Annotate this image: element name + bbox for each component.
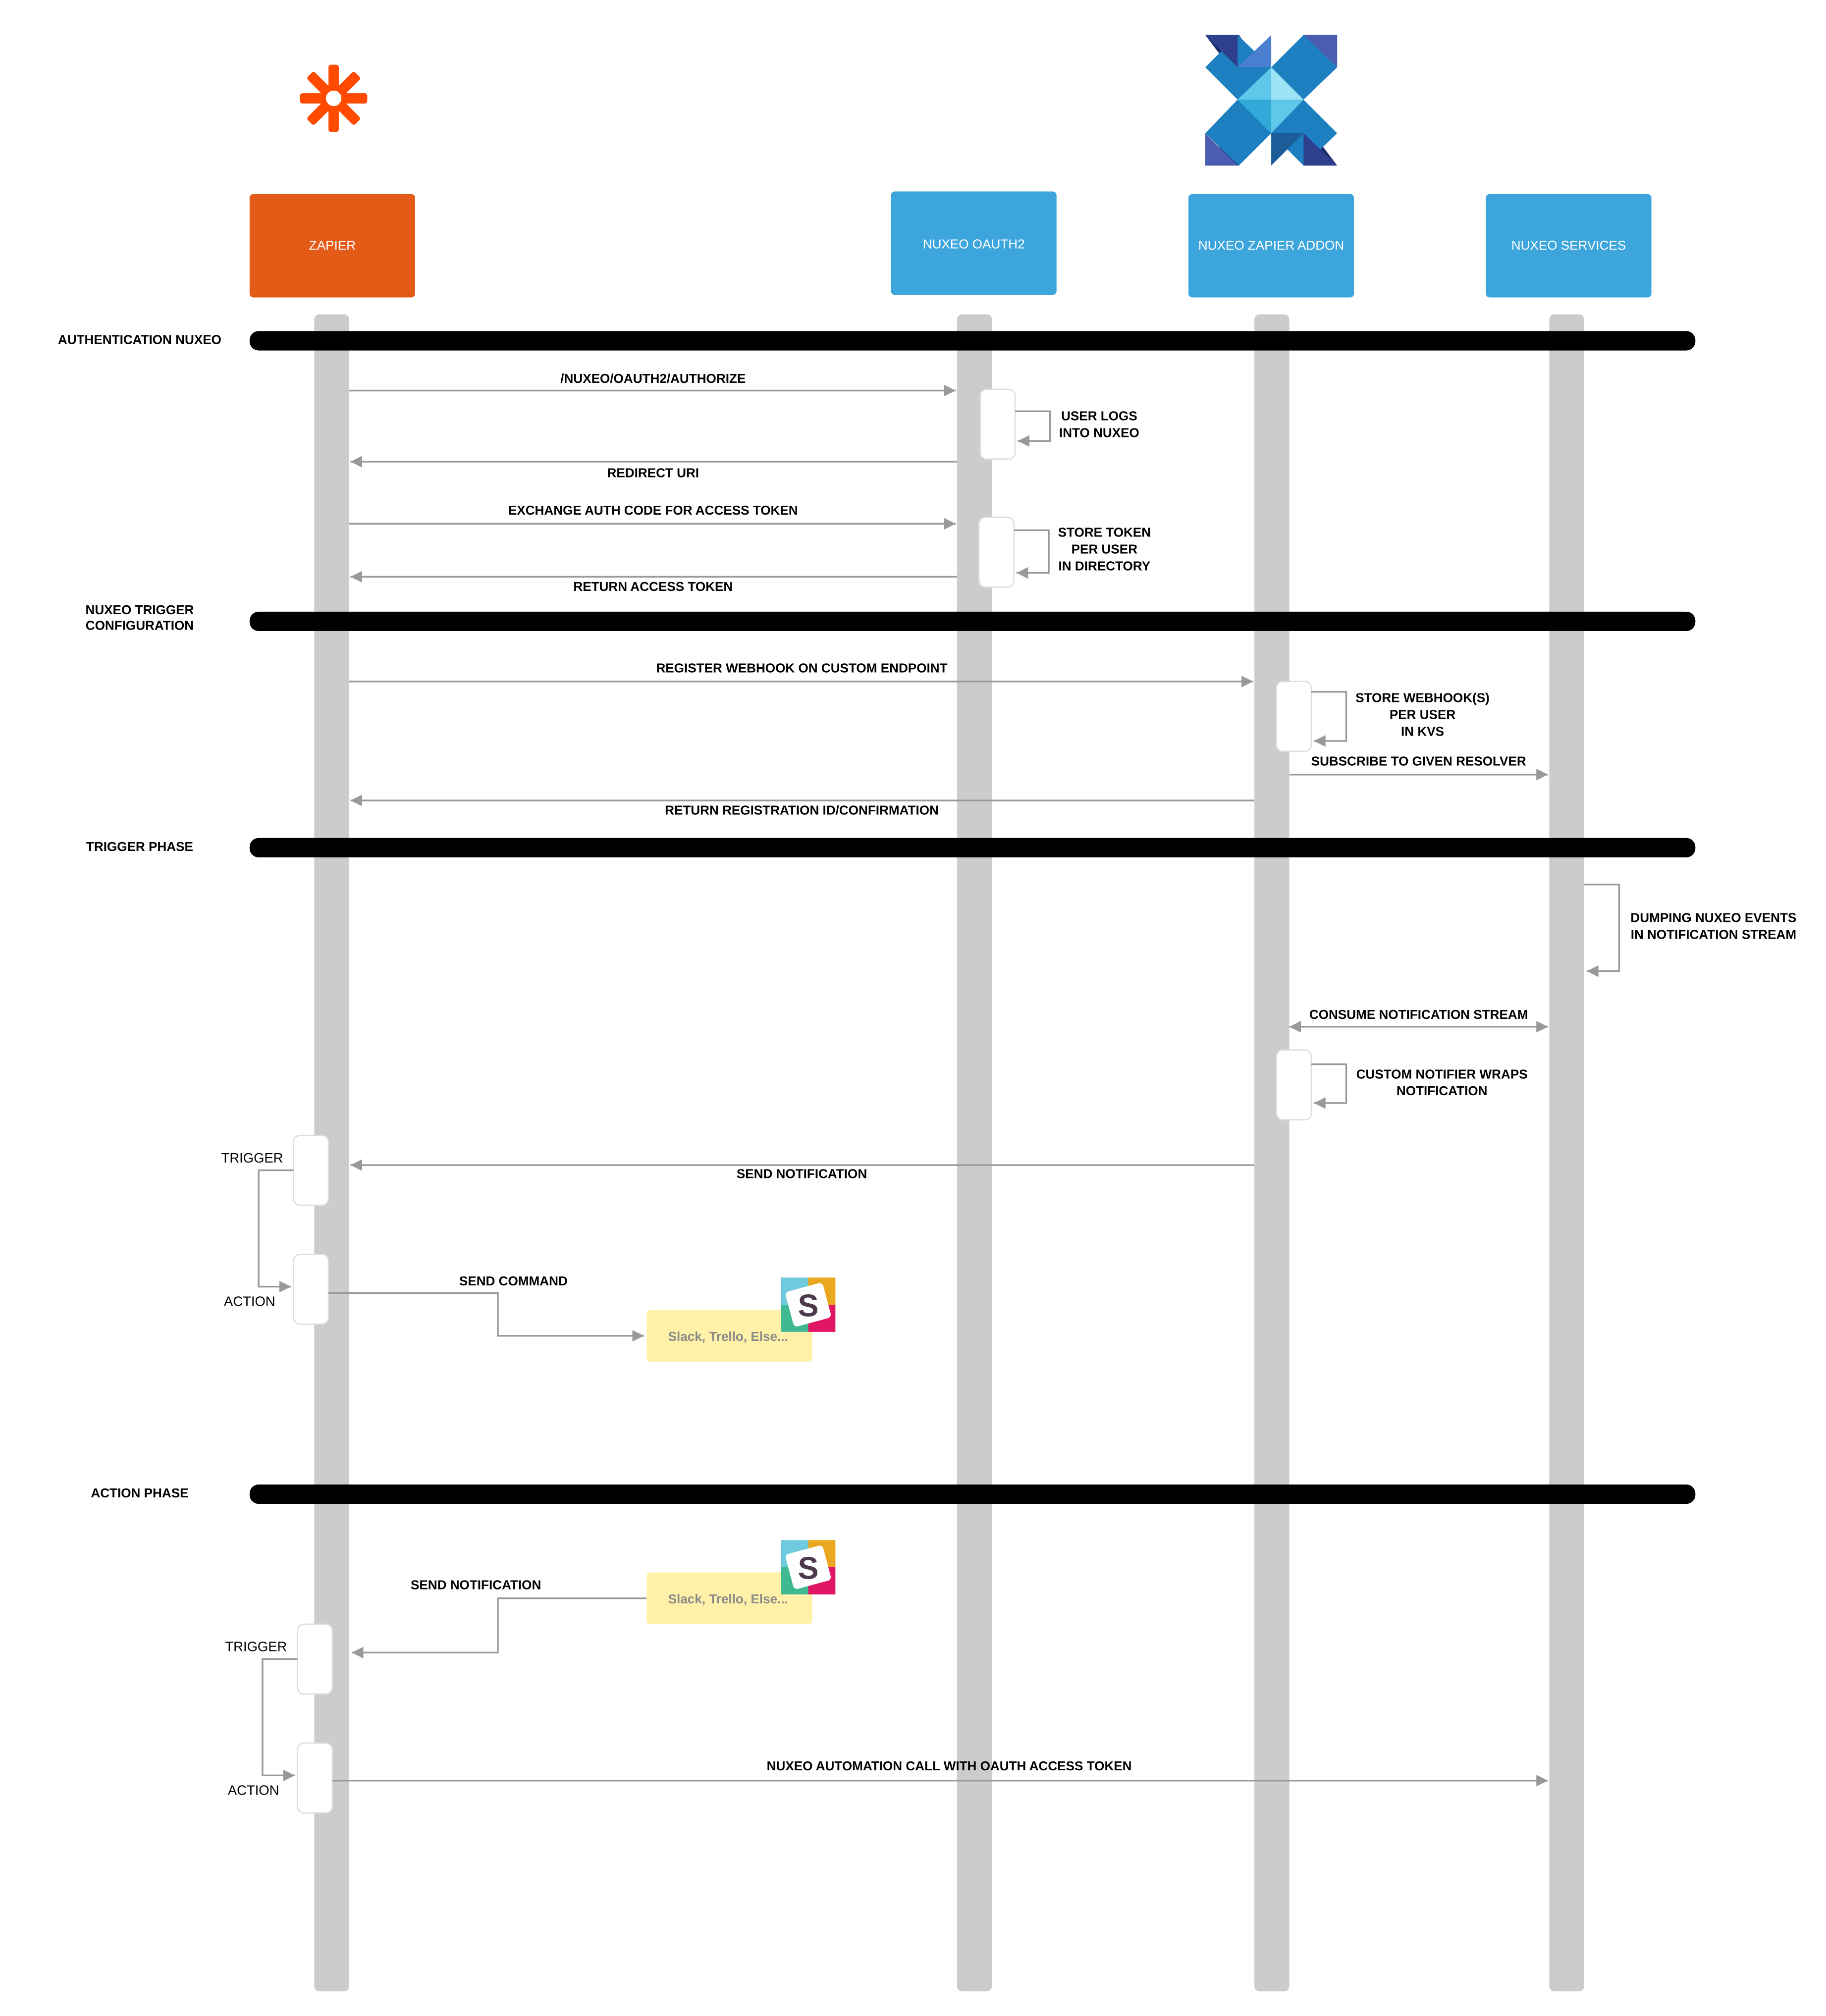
message-label: REGISTER WEBHOOK ON CUSTOM ENDPOINT xyxy=(656,661,947,676)
activation-box xyxy=(1276,1049,1312,1121)
message-label: RETURN REGISTRATION ID/CONFIRMATION xyxy=(665,803,939,818)
svg-text:S: S xyxy=(798,1551,819,1586)
external-service-label: Slack, Trello, Else... xyxy=(668,1329,788,1344)
nuxeo-x-icon xyxy=(1205,35,1338,166)
message-label: TRIGGER xyxy=(225,1639,287,1654)
message-label: IN KVS xyxy=(1401,724,1444,739)
message-label: PER USER xyxy=(1072,541,1138,556)
message-label: USER LOGS xyxy=(1061,409,1137,424)
message-label: SUBSCRIBE TO GIVEN RESOLVER xyxy=(1311,754,1526,769)
participant-addon-label: NUXEO ZAPIER ADDON xyxy=(1198,238,1344,253)
phase-label-config-1: NUXEO TRIGGER xyxy=(85,602,194,617)
message-label: SEND COMMAND xyxy=(459,1273,568,1288)
message-label: ACTION xyxy=(228,1782,279,1798)
arrow-self-user-logs xyxy=(1015,410,1051,447)
message-label: STORE WEBHOOK(S) xyxy=(1355,690,1490,705)
arrow-self-store-token xyxy=(1014,529,1050,579)
participant-oauth xyxy=(891,191,1057,295)
external-service-label: Slack, Trello, Else... xyxy=(668,1592,788,1606)
external-service-box xyxy=(646,1572,812,1624)
participant-zapier-label: ZAPIER xyxy=(309,238,356,253)
message-label: SEND NOTIFICATION xyxy=(737,1166,867,1181)
participant-oauth-label: NUXEO OAUTH2 xyxy=(923,236,1025,251)
lifeline-services xyxy=(1549,314,1584,1992)
phase-bar-auth xyxy=(249,331,1696,351)
message-label: NOTIFICATION xyxy=(1396,1083,1488,1098)
activation-box xyxy=(1276,681,1312,752)
arrow-self-dumping xyxy=(1584,884,1620,977)
zapier-asterisk-icon xyxy=(300,64,368,132)
phase-bar-action xyxy=(249,1484,1696,1504)
lifeline-addon xyxy=(1254,314,1289,1992)
activation-box xyxy=(297,1742,333,1814)
activation-box xyxy=(979,388,1016,460)
phase-label-config-2: CONFIGURATION xyxy=(86,618,194,633)
slack-icon: S xyxy=(781,1277,836,1332)
message-label: REDIRECT URI xyxy=(607,465,699,480)
arrow-trigger-to-action-1 xyxy=(258,1169,294,1293)
message-label: PER USER xyxy=(1390,707,1456,722)
lifeline-zapier xyxy=(314,314,349,1992)
message-label: STORE TOKEN xyxy=(1058,525,1151,539)
message-label: ACTION xyxy=(224,1294,275,1309)
phase-bar-config xyxy=(249,611,1696,632)
participant-addon xyxy=(1188,194,1354,298)
phase-bar-trigger xyxy=(249,838,1696,857)
message-label: IN DIRECTORY xyxy=(1059,558,1151,573)
message-label: SEND NOTIFICATION xyxy=(411,1577,541,1592)
message-label: TRIGGER xyxy=(221,1150,283,1166)
arrow-self-wraps xyxy=(1311,1063,1347,1109)
message-label: CUSTOM NOTIFIER WRAPS xyxy=(1356,1066,1528,1081)
activation-box xyxy=(293,1134,329,1206)
message-label: IN NOTIFICATION STREAM xyxy=(1631,927,1796,942)
message-label: CONSUME NOTIFICATION STREAM xyxy=(1309,1007,1528,1022)
message-label: RETURN ACCESS TOKEN xyxy=(573,579,733,594)
arrow-send-notification-2 xyxy=(352,1597,647,1659)
message-label: DUMPING NUXEO EVENTS xyxy=(1630,910,1796,925)
activation-box xyxy=(293,1253,329,1325)
participant-zapier xyxy=(249,194,415,298)
arrow-trigger-to-action-2 xyxy=(262,1658,298,1782)
svg-text:S: S xyxy=(798,1289,819,1324)
activation-box xyxy=(978,517,1015,588)
activation-box xyxy=(297,1623,333,1695)
phase-label-auth: AUTHENTICATION NUXEO xyxy=(58,332,221,347)
external-service-box xyxy=(646,1310,812,1362)
arrow-self-store-webhook xyxy=(1311,691,1347,747)
phase-label-trigger: TRIGGER PHASE xyxy=(86,839,193,854)
phase-label-action: ACTION PHASE xyxy=(91,1485,188,1500)
participant-services-label: NUXEO SERVICES xyxy=(1511,238,1626,253)
participant-services xyxy=(1486,194,1652,298)
message-label: INTO NUXEO xyxy=(1059,425,1139,440)
slack-icon: S xyxy=(781,1540,836,1594)
message-label: NUXEO AUTOMATION CALL WITH OAUTH ACCESS … xyxy=(767,1758,1132,1773)
arrow-send-command xyxy=(328,1292,644,1342)
message-label: /NUXEO/OAUTH2/AUTHORIZE xyxy=(560,371,746,386)
message-label: EXCHANGE AUTH CODE FOR ACCESS TOKEN xyxy=(508,503,798,518)
lifeline-oauth xyxy=(957,314,992,1992)
